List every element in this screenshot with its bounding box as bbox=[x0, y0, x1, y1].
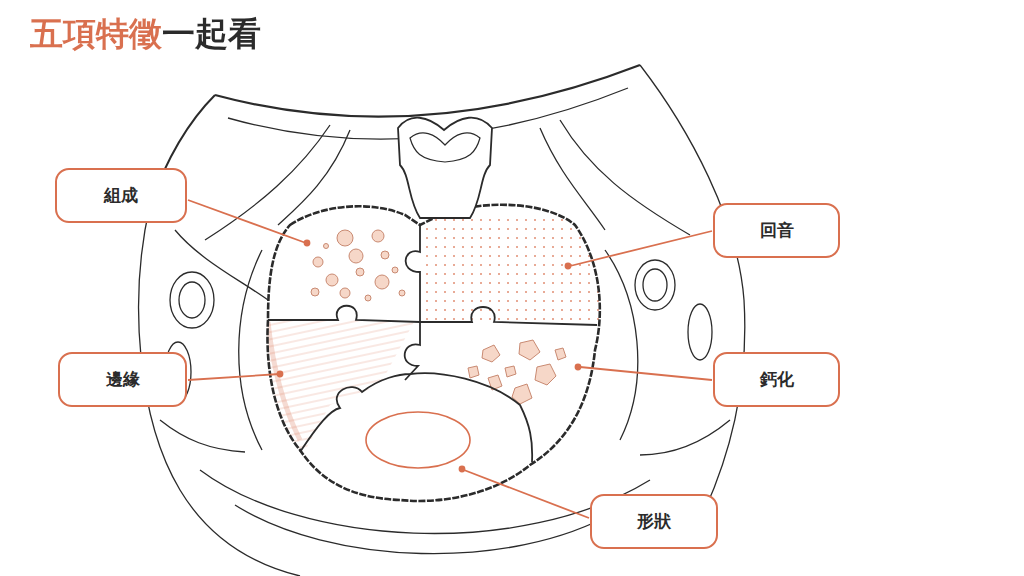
page-title: 五項特徵一起看 bbox=[30, 14, 261, 54]
leader-lines bbox=[188, 200, 712, 518]
callout-label: 形狀 bbox=[637, 511, 671, 531]
neck-outline bbox=[139, 65, 745, 576]
callout-box: 邊緣 bbox=[58, 352, 187, 407]
thyroid-mass bbox=[260, 205, 620, 501]
callout-box: 組成 bbox=[55, 168, 187, 223]
callout-label: 組成 bbox=[104, 185, 138, 205]
callout-label: 邊緣 bbox=[106, 369, 140, 389]
trachea bbox=[398, 118, 492, 218]
callout-label: 回音 bbox=[760, 220, 794, 240]
callout-box: 形狀 bbox=[590, 494, 718, 549]
callout-label: 鈣化 bbox=[760, 369, 794, 389]
callout-box: 鈣化 bbox=[713, 352, 840, 407]
callout-box: 回音 bbox=[713, 203, 840, 258]
